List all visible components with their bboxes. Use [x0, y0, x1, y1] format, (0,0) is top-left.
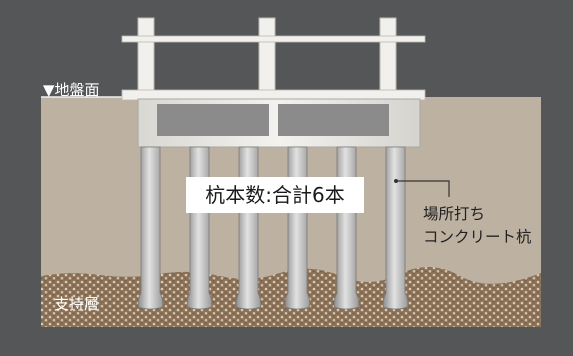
- bearing-layer-label: 支持層: [54, 295, 99, 313]
- pile-type-label-line1: 場所打ち: [423, 205, 485, 223]
- pile-count-label-box: [186, 177, 364, 213]
- pile-5: [333, 146, 360, 310]
- building-frame: [121, 17, 426, 99]
- pile-1: [137, 146, 164, 310]
- ground-level-label: ▼地盤面: [43, 81, 100, 99]
- pile-6: [382, 146, 409, 310]
- pile-type-leader-line: [396, 180, 450, 197]
- pile-count-label: 杭本数:合計6本: [205, 183, 344, 207]
- pile-4: [284, 146, 311, 310]
- pile-2: [186, 146, 213, 310]
- footing: [137, 98, 421, 148]
- pile-type-label-line2: コンクリート杭: [423, 228, 532, 246]
- pile-type-leader-dot: [394, 179, 398, 183]
- pile-3: [235, 146, 262, 310]
